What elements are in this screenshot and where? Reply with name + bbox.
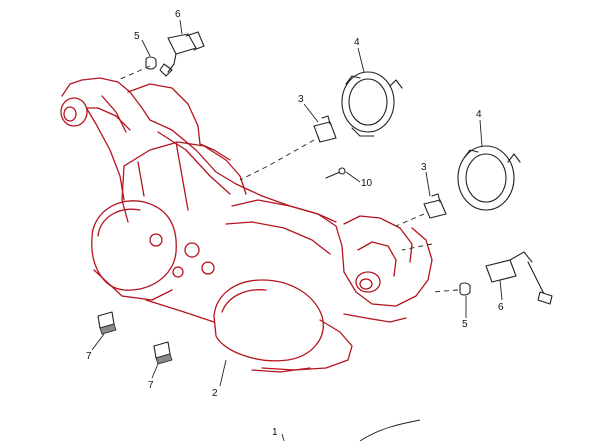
- callout-10: 10: [361, 178, 373, 189]
- bulb-socket-top: [159, 31, 205, 77]
- small-bulb-top: [145, 56, 157, 70]
- callout-5-top: 5: [134, 31, 140, 42]
- callout-6-top: 6: [175, 9, 181, 20]
- callout-6-right: 6: [498, 302, 504, 313]
- callout-4-right: 4: [476, 109, 482, 120]
- bulb-ring-right: [457, 145, 521, 211]
- callout-2: 2: [212, 388, 218, 399]
- callout-7-lower: 7: [148, 380, 154, 391]
- bulb-ring-top: [341, 71, 403, 137]
- headlight-bulb-right: [423, 193, 447, 219]
- callout-3-top: 3: [298, 94, 304, 105]
- screw: [325, 167, 346, 179]
- callout-7-upper: 7: [86, 351, 92, 362]
- bulb-socket-right: [485, 251, 553, 305]
- headlight-assembly: [60, 77, 433, 373]
- callout-5-right: 5: [462, 319, 468, 330]
- rubber-cap-upper: [97, 311, 117, 335]
- callout-1: 1: [272, 427, 278, 438]
- rubber-cap-lower: [153, 341, 173, 365]
- leader-lines: [91, 19, 503, 441]
- headlight-bulb-top: [313, 115, 337, 143]
- callout-numbers: 6 5 4 3 10 4 3 6 5 7 7 2 1: [86, 9, 504, 438]
- small-bulb-right: [459, 282, 471, 296]
- callout-3-right: 3: [421, 162, 427, 173]
- callout-4-top: 4: [354, 37, 360, 48]
